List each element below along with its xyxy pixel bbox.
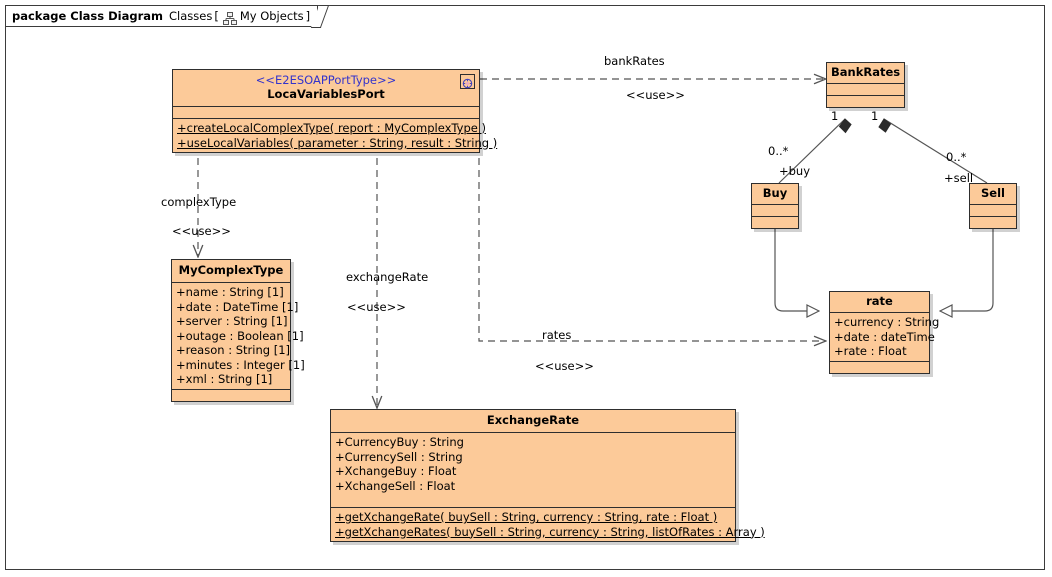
class-header: ExchangeRate (331, 410, 735, 432)
class-stereotype: <<E2ESOAPPortType>> (255, 73, 397, 87)
divider (827, 95, 904, 96)
connector-rates[interactable] (478, 158, 826, 341)
class-header: Sell (970, 184, 1016, 204)
class-header: rate (830, 292, 929, 312)
connector-sell[interactable] (878, 118, 988, 184)
connector-label-exchangeRate-name: exchangeRate (346, 270, 429, 284)
divider (172, 388, 290, 390)
package-keyword: package (12, 9, 67, 23)
hierarchy-icon (222, 10, 237, 25)
class-name: rate (866, 294, 893, 308)
connector-label-rates-stereotype: <<use>> (535, 359, 594, 373)
attribute: +CurrencySell : String (335, 449, 463, 464)
connector-label-rates-name: rates (542, 328, 572, 342)
class-name: BankRates (831, 65, 901, 79)
connector-buy-source-mult: 1 (831, 109, 839, 123)
operations-compartment: +createLocalComplexType( report : MyComp… (173, 119, 498, 152)
divider (752, 216, 798, 217)
bracket-close: ] (305, 9, 311, 23)
divider (331, 432, 735, 433)
attribute: +name : String [1] (176, 285, 284, 299)
connector-label-bankRates-stereotype: <<use>> (626, 88, 685, 102)
attribute: +date : DateTime [1] (176, 299, 299, 314)
connector-sell-source-mult: 1 (871, 109, 879, 123)
attribute-spacer (335, 493, 732, 505)
attribute: +rate : Float (834, 344, 907, 358)
connector-sell-rate[interactable] (940, 228, 994, 311)
connector-buy-target-role: +buy (779, 164, 811, 178)
package-header-tab: package Class Diagram Classes [ My Objec… (5, 5, 319, 27)
class-sell[interactable]: Sell (969, 183, 1017, 229)
attributes-compartment (970, 205, 1016, 216)
class-locaVariablesPort[interactable]: <<E2ESOAPPortType>> LocaVariablesPort +c… (172, 69, 498, 153)
operations-compartment (752, 217, 798, 228)
attribute: +XchangeSell : Float (335, 478, 456, 493)
class-myComplexType[interactable]: MyComplexType +name : String [1] +date :… (171, 259, 305, 402)
connector-buy[interactable] (778, 118, 852, 184)
bracket-open: [ (214, 9, 219, 23)
attribute: +reason : String [1] (176, 343, 291, 357)
class-header: BankRates (827, 63, 904, 83)
connector-sell-target-mult: 0..* (946, 150, 967, 164)
class-header: <<E2ESOAPPortType>> LocaVariablesPort (173, 70, 479, 106)
attributes-compartment: +name : String [1] +date : DateTime [1] … (172, 283, 305, 389)
attributes-compartment (827, 84, 904, 95)
attributes-compartment (173, 107, 479, 118)
class-name: LocaVariablesPort (267, 87, 385, 101)
attribute: +XchangeBuy : Float (335, 464, 457, 478)
port-type-icon[interactable] (460, 74, 475, 89)
operation: +getXchangeRate( buySell : String, curre… (335, 510, 718, 524)
operations-compartment (970, 217, 1016, 228)
divider (827, 83, 904, 84)
connector-buy-target-mult: 0..* (768, 144, 789, 158)
class-buy[interactable]: Buy (751, 183, 799, 229)
operation: +getXchangeRates( buySell : String, curr… (335, 524, 765, 539)
attribute: +outage : Boolean [1] (176, 328, 304, 343)
class-name: ExchangeRate (486, 413, 580, 427)
package-frame (5, 5, 1045, 570)
divider (331, 507, 735, 508)
operations-compartment (827, 96, 904, 107)
divider (752, 204, 798, 205)
divider (830, 312, 929, 313)
attributes-compartment: +CurrencyBuy : String +CurrencySell : St… (331, 433, 735, 507)
operations-compartment: +getXchangeRate( buySell : String, curre… (331, 508, 765, 541)
class-header: MyComplexType (172, 260, 290, 282)
connector-label-complexType-stereotype: <<use>> (172, 224, 231, 238)
package-object-label: My Objects (239, 9, 304, 23)
connector-sell-target-role: +sell (944, 171, 974, 185)
attribute: +date : dateTime (834, 329, 935, 344)
class-rate[interactable]: rate +currency : String +date : dateTime… (829, 291, 940, 374)
attribute: +CurrencyBuy : String (335, 435, 464, 449)
divider (970, 204, 1016, 205)
divider (970, 216, 1016, 217)
attributes-compartment (752, 205, 798, 216)
package-name: Class Diagram (70, 9, 163, 23)
attribute: +xml : String [1] (176, 372, 273, 386)
class-bankRates[interactable]: BankRates (826, 62, 905, 108)
divider (172, 282, 290, 283)
operation: +useLocalVariables( parameter : String, … (177, 135, 498, 150)
operations-compartment (172, 390, 290, 401)
connector-label-bankRates-name: bankRates (604, 54, 665, 68)
attributes-compartment: +currency : String +date : dateTime +rat… (830, 313, 940, 361)
class-name: Buy (762, 186, 788, 200)
package-qualifier: Classes (168, 9, 213, 23)
attribute: +server : String [1] (176, 314, 288, 328)
operations-compartment (830, 362, 929, 373)
divider (173, 106, 479, 107)
connector-label-exchangeRate-stereotype: <<use>> (347, 300, 406, 314)
attribute: +currency : String (834, 315, 940, 329)
divider (830, 360, 929, 362)
connector-buy-rate[interactable] (774, 228, 819, 311)
class-name: MyComplexType (178, 263, 284, 277)
class-exchangeRate[interactable]: ExchangeRate +CurrencyBuy : String +Curr… (330, 409, 765, 542)
class-header: Buy (752, 184, 798, 204)
divider (173, 118, 479, 119)
class-name: Sell (981, 186, 1005, 200)
connector-label-complexType-name: complexType (161, 195, 237, 209)
operation: +createLocalComplexType( report : MyComp… (177, 121, 486, 135)
attribute: +minutes : Integer [1] (176, 357, 305, 372)
